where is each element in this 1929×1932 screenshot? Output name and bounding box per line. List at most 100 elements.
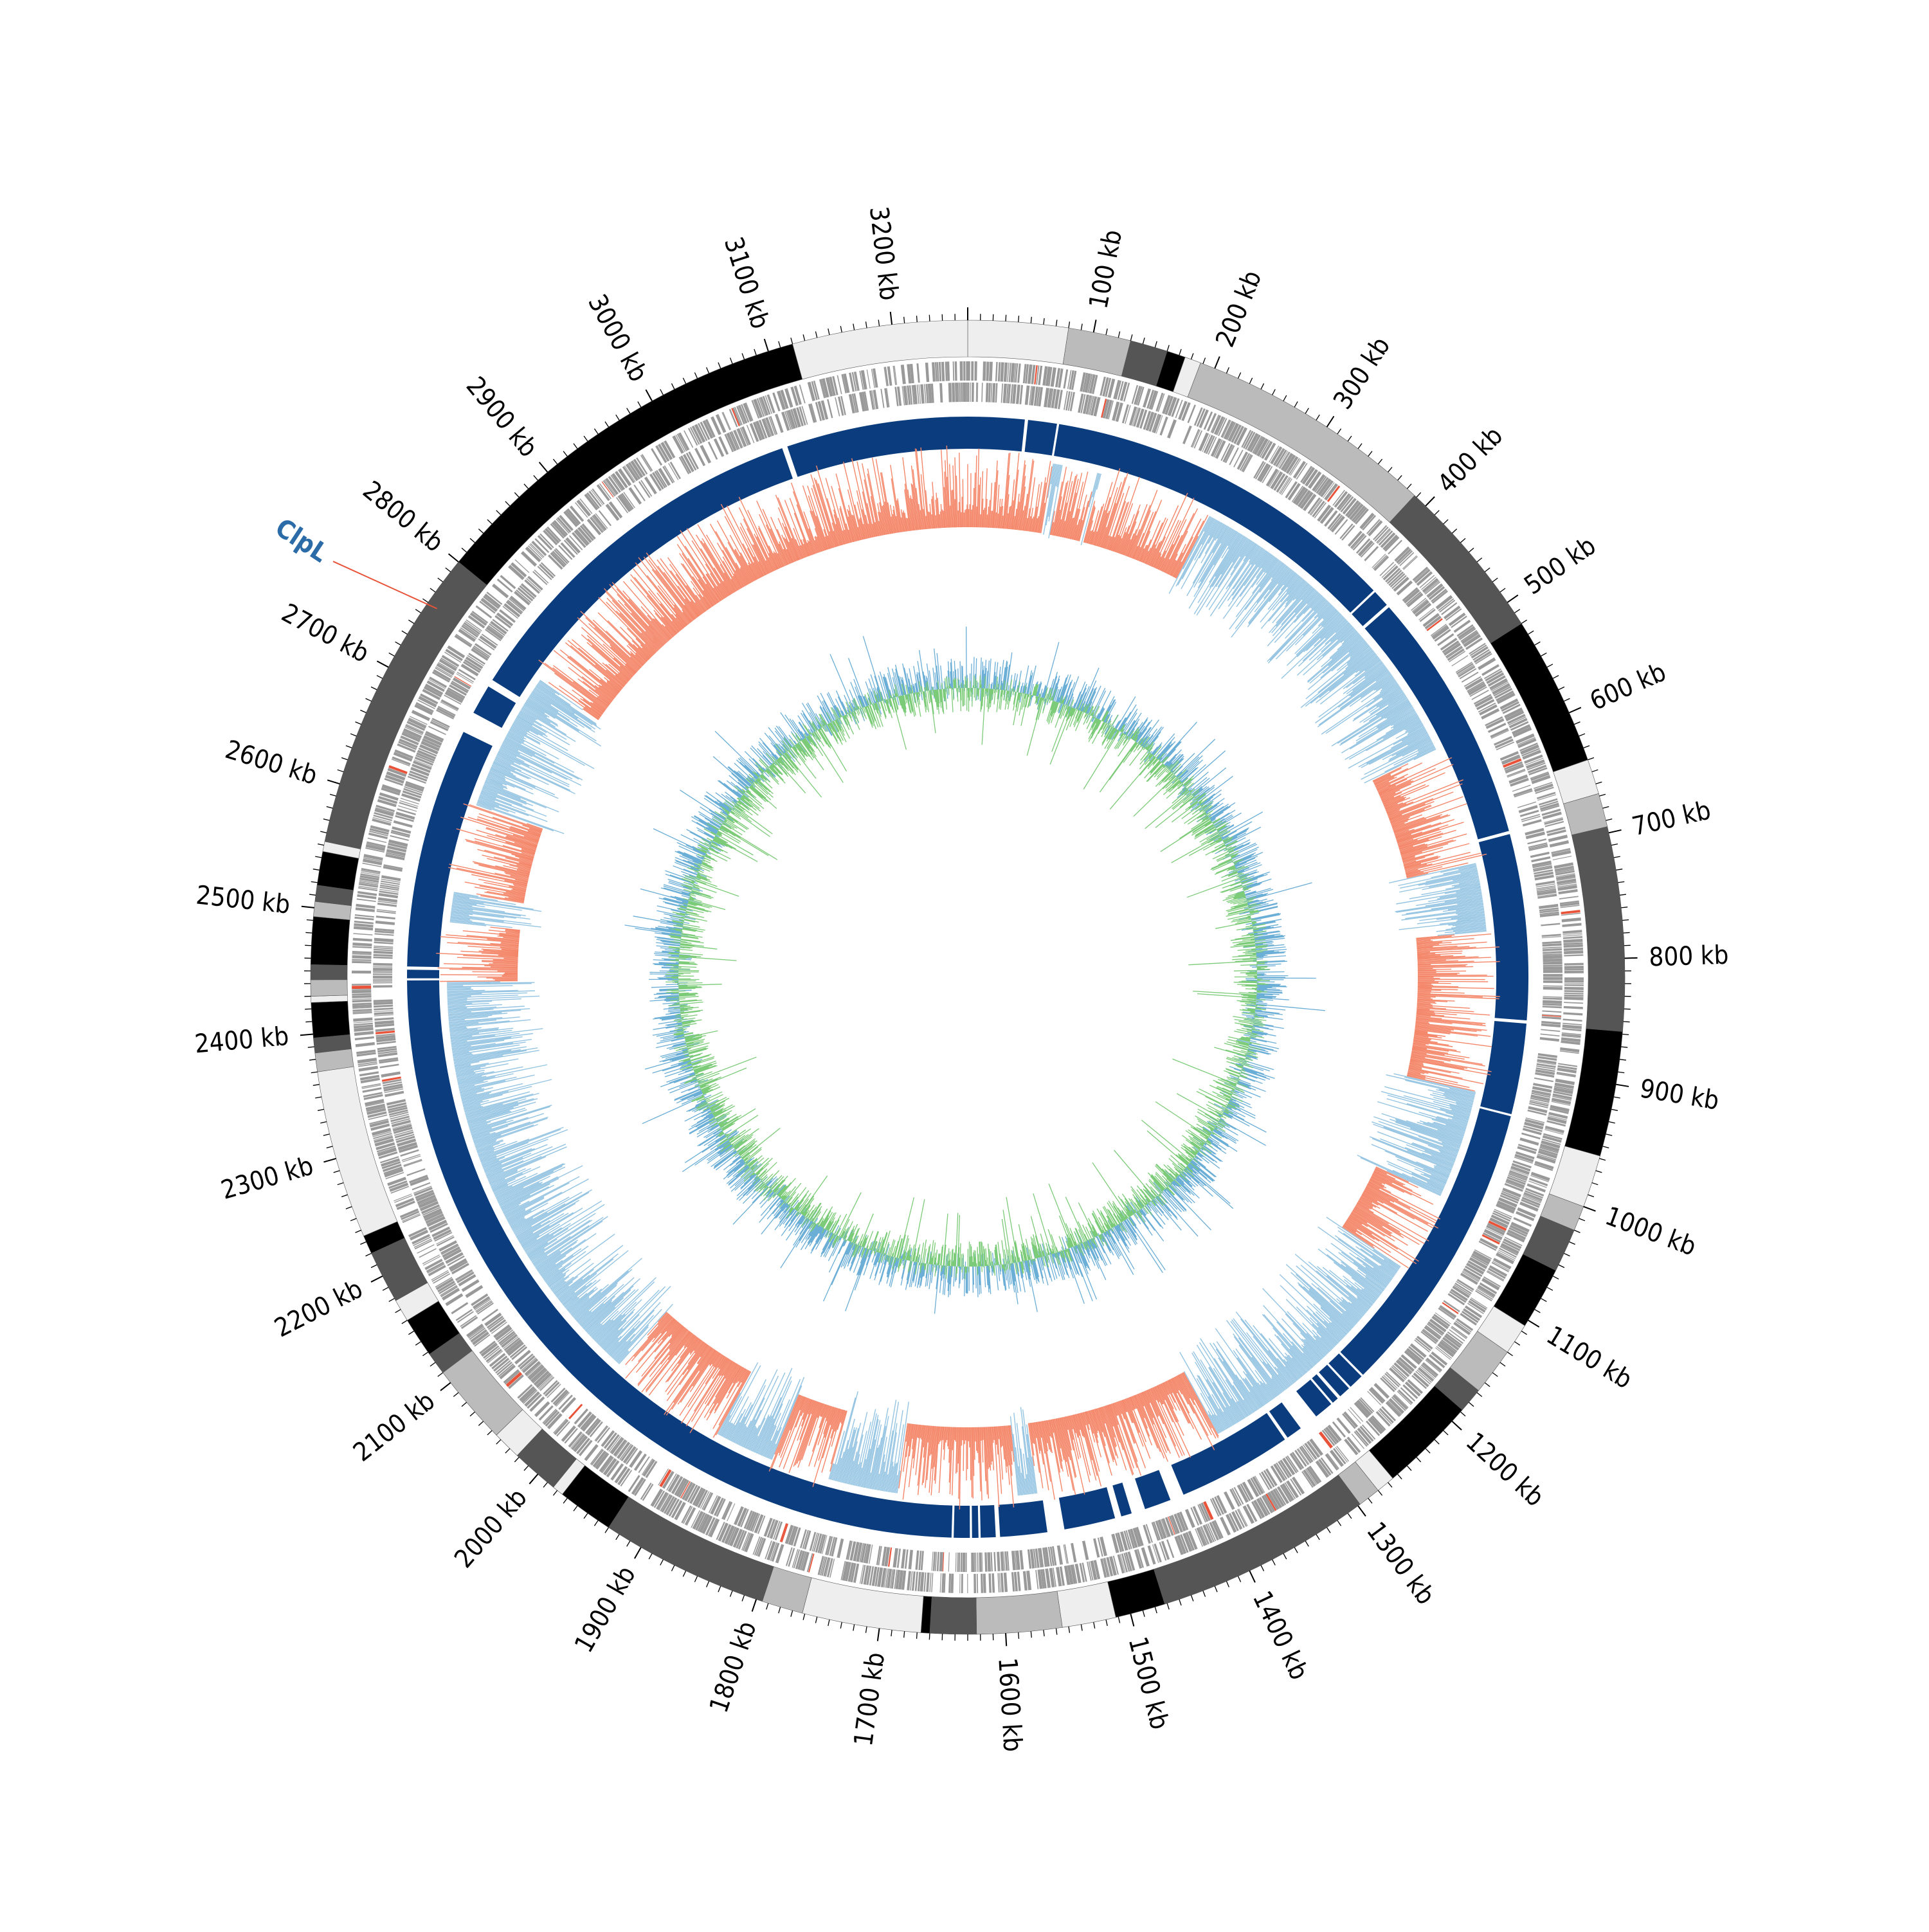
gene-feature — [959, 1553, 961, 1572]
minor-tick — [1203, 357, 1206, 363]
minor-tick — [671, 1566, 674, 1571]
gene-feature — [376, 921, 395, 925]
gene-feature — [939, 383, 943, 402]
gene-feature — [352, 1000, 372, 1003]
minor-tick — [1606, 819, 1612, 820]
gene-feature — [1332, 1422, 1346, 1438]
minor-tick — [327, 807, 333, 809]
major-tick — [323, 1159, 336, 1162]
gene-feature — [952, 383, 955, 402]
gene-feature — [1543, 1006, 1562, 1008]
minor-tick — [929, 315, 930, 321]
gene-feature — [352, 943, 372, 946]
minor-tick — [383, 1287, 388, 1290]
tick-label: 2000 kb — [449, 1483, 533, 1574]
minor-tick — [671, 383, 674, 389]
tick-label: 2800 kb — [357, 475, 449, 557]
minor-tick — [395, 1310, 401, 1313]
gene-feature — [373, 982, 392, 984]
tick-label: 3100 kb — [718, 233, 775, 332]
divergence-ring — [436, 446, 1500, 1510]
gene-feature — [374, 949, 393, 952]
minor-tick — [327, 1146, 333, 1148]
minor-tick — [496, 1440, 501, 1444]
gene-feature — [1071, 1543, 1076, 1562]
minor-tick — [1535, 1310, 1541, 1313]
gene-feature — [380, 1064, 399, 1069]
gene-feature — [1564, 948, 1583, 951]
gc-skew-blue — [625, 627, 1325, 1314]
gene-feature — [929, 1573, 931, 1592]
minor-tick — [891, 1630, 892, 1636]
gene-feature — [987, 1552, 991, 1571]
gene-feature — [352, 989, 371, 993]
gene-feature — [354, 1031, 374, 1036]
minor-tick — [584, 436, 588, 441]
gene-feature — [419, 1248, 436, 1258]
contig-segment — [311, 964, 347, 980]
minor-tick — [1155, 341, 1157, 348]
gene-feature — [1016, 384, 1020, 404]
gene-feature — [837, 1539, 844, 1558]
minor-tick — [594, 1521, 598, 1526]
tick-label: 1100 kb — [1541, 1321, 1637, 1395]
minor-tick — [1417, 1458, 1421, 1462]
gene-feature — [381, 875, 401, 881]
backbone-segment — [972, 1506, 978, 1538]
gene-feature — [1019, 1550, 1024, 1569]
gene-feature — [1543, 980, 1562, 983]
minor-tick — [707, 1581, 709, 1587]
minor-tick — [422, 1352, 428, 1356]
minor-tick — [730, 357, 732, 363]
gene-feature — [1017, 363, 1021, 383]
minor-tick — [320, 831, 327, 833]
gene-feature — [352, 971, 371, 974]
gene-feature — [837, 375, 842, 394]
minor-tick — [318, 844, 324, 845]
gene-feature — [1057, 1545, 1063, 1564]
minor-tick — [323, 819, 330, 820]
gene-feature — [1001, 1573, 1004, 1592]
gene-feature — [1563, 939, 1582, 943]
minor-tick — [853, 1625, 855, 1631]
minor-tick — [718, 363, 721, 368]
minor-tick — [1094, 1622, 1095, 1629]
minor-tick — [311, 881, 318, 882]
gene-feature — [977, 383, 978, 402]
minor-tick — [574, 444, 577, 449]
gene-feature — [1000, 362, 1004, 381]
gene-feature — [353, 1018, 372, 1022]
minor-tick — [1435, 1440, 1439, 1444]
gene-feature — [968, 383, 969, 402]
minor-tick — [1541, 1299, 1547, 1302]
minor-tick — [524, 1466, 529, 1470]
major-tick — [449, 554, 458, 562]
minor-tick — [341, 1195, 347, 1196]
major-tick — [1584, 1207, 1596, 1211]
gene-feature — [352, 986, 371, 989]
gene-feature — [1553, 856, 1572, 860]
gene-feature — [1540, 1037, 1559, 1042]
major-tick — [539, 462, 548, 472]
clpl-pointer-line — [333, 561, 437, 608]
major-tick — [891, 312, 892, 325]
gene-feature — [1543, 964, 1562, 966]
minor-tick — [917, 1632, 918, 1639]
gene-feature — [1025, 386, 1030, 405]
minor-tick — [430, 1362, 435, 1366]
gene-feature — [977, 1574, 978, 1593]
minor-tick — [1514, 609, 1519, 613]
gene-feature — [953, 361, 955, 381]
minor-tick — [377, 676, 383, 679]
minor-tick — [1492, 1373, 1498, 1377]
minor-tick — [1106, 1620, 1107, 1626]
gene-feature — [966, 361, 968, 381]
gene-feature — [990, 383, 992, 402]
minor-tick — [1477, 558, 1482, 562]
major-tick — [1426, 497, 1435, 506]
minor-tick — [1469, 1402, 1474, 1406]
minor-tick — [853, 323, 855, 330]
major-tick — [529, 1474, 538, 1484]
gene-feature — [1563, 936, 1582, 939]
major-tick — [1327, 416, 1334, 427]
